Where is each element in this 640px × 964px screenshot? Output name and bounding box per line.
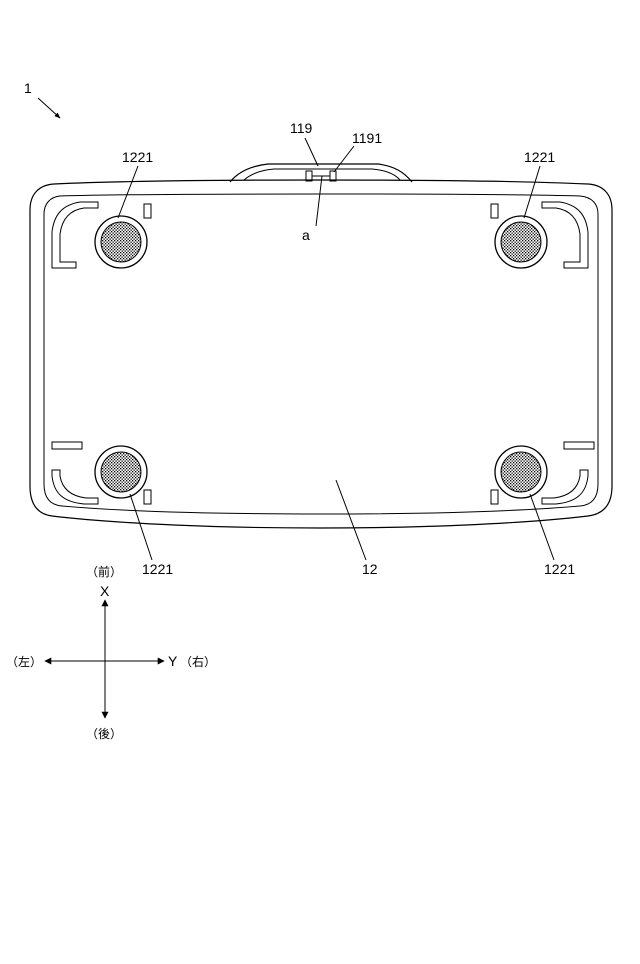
handle: [230, 164, 412, 182]
ref-label-handle: 119: [290, 120, 313, 136]
ref-label-handle-part: 1191: [352, 130, 382, 146]
axis-x-label: X: [100, 583, 110, 599]
foot-top-left: [95, 216, 147, 268]
ref-label-foot-bl: 1221: [142, 561, 173, 577]
ref-label-foot-tr: 1221: [524, 149, 555, 165]
ref-label-bottom: 12: [362, 561, 378, 577]
ref-label-device: 1: [24, 80, 32, 96]
ref-arrow-device: [38, 98, 60, 118]
foot-bottom-right: [495, 446, 547, 498]
ref-label-foot-tl: 1221: [122, 149, 153, 165]
axis-front-label: （前）: [86, 564, 122, 579]
foot-bottom-left: [95, 446, 147, 498]
ref-label-foot-br: 1221: [544, 561, 575, 577]
leader-lines: [118, 138, 554, 560]
axis-y-label: Y: [168, 653, 178, 669]
axis-left-label: （左）: [6, 654, 42, 669]
axis-back-label: （後）: [86, 727, 122, 741]
slots: [144, 204, 498, 504]
axis-right-label: （右）: [180, 654, 216, 669]
ref-label-point: a: [302, 227, 310, 243]
foot-top-right: [495, 216, 547, 268]
axis-indicator: （前） X （左） Y （右） （後）: [6, 564, 216, 741]
